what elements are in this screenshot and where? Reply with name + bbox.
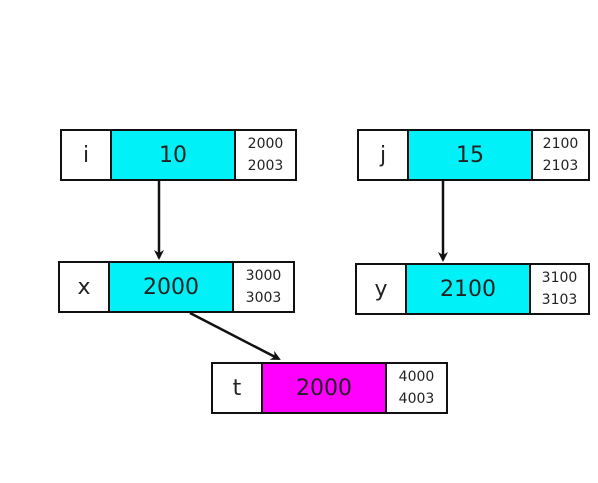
address-range: 2100 2103 — [533, 131, 588, 179]
address-start: 3100 — [541, 270, 578, 286]
address-range: 3000 3003 — [234, 263, 293, 311]
variable-box-j: j 15 2100 2103 — [357, 129, 590, 181]
variable-value: 2000 — [110, 263, 234, 311]
address-end: 2003 — [247, 158, 284, 174]
address-start: 4000 — [398, 369, 435, 385]
address-start: 3000 — [245, 268, 282, 284]
address-start: 2100 — [542, 136, 579, 152]
address-range: 2000 2003 — [236, 131, 295, 179]
variable-name: t — [213, 364, 263, 412]
variable-name: y — [357, 265, 407, 313]
arrow-x-to-t — [189, 311, 281, 361]
address-range: 4000 4003 — [387, 364, 446, 412]
address-end: 3003 — [245, 290, 282, 306]
variable-value: 2100 — [407, 265, 531, 313]
variable-value: 10 — [112, 131, 236, 179]
address-range: 3100 3103 — [531, 265, 588, 313]
variable-box-i: i 10 2000 2003 — [60, 129, 297, 181]
address-end: 2103 — [542, 158, 579, 174]
variable-box-x: x 2000 3000 3003 — [58, 261, 295, 313]
variable-value: 2000 — [263, 364, 387, 412]
variable-name: j — [359, 131, 409, 179]
address-start: 2000 — [247, 136, 284, 152]
variable-name: x — [60, 263, 110, 311]
variable-box-y: y 2100 3100 3103 — [355, 263, 590, 315]
variable-box-t: t 2000 4000 4003 — [211, 362, 448, 414]
address-end: 3103 — [541, 292, 578, 308]
variable-name: i — [62, 131, 112, 179]
variable-value: 15 — [409, 131, 533, 179]
address-end: 4003 — [398, 391, 435, 407]
